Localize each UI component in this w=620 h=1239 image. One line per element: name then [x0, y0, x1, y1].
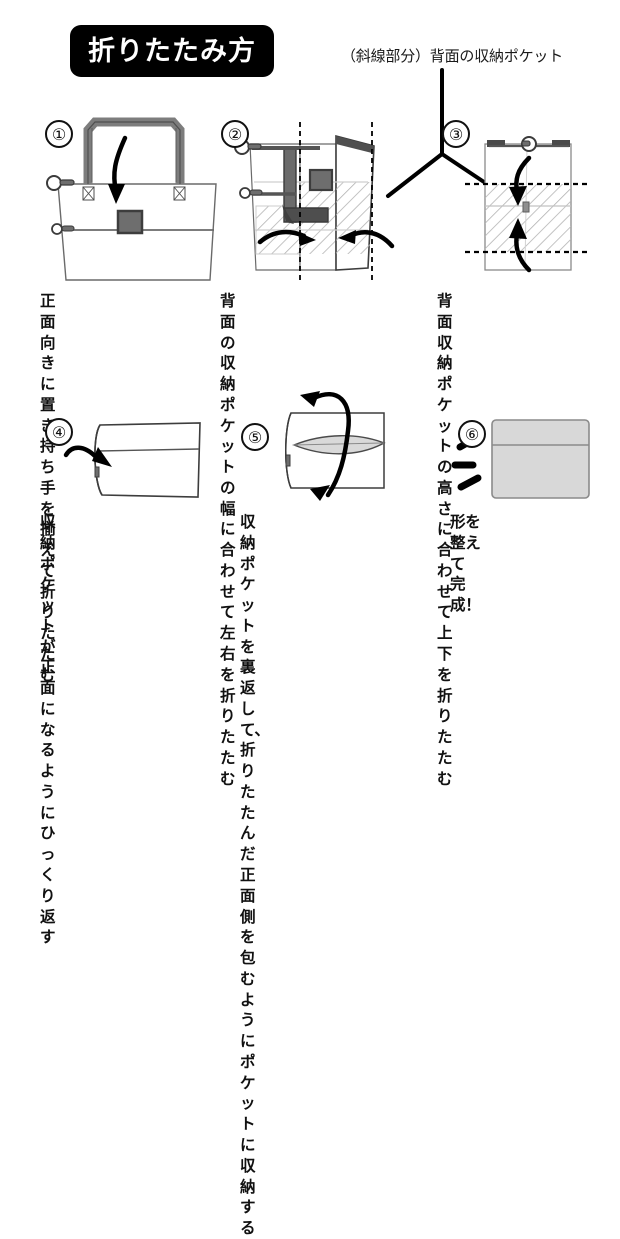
step-4-caption: 収納ポケットが 正面になるよう にひっくり返す	[40, 513, 56, 947]
bag-label-patch	[116, 209, 144, 235]
instruction-sheet: 折りたたみ方 （斜線部分）背面の収納ポケット ①	[40, 25, 590, 1238]
down-curved-arrow	[509, 155, 532, 206]
step-4-figure	[63, 422, 201, 498]
loop-arrowhead-bottom	[310, 485, 330, 501]
step-2-figure	[234, 122, 395, 280]
fold-guides-horizontal	[465, 182, 589, 254]
step-2-caption: 背面の収納ポケッ トの幅に合わせて 左右を折りたたむ	[220, 292, 236, 788]
bag-handles	[83, 117, 185, 184]
step-3-number: ③	[442, 120, 470, 148]
step-6-figure	[451, 419, 590, 499]
step-1-figure	[46, 117, 217, 281]
step-1-number: ①	[45, 120, 73, 148]
hatching-legend-label: （斜線部分）背面の収納ポケット	[341, 47, 564, 65]
step-3-figure	[465, 136, 589, 273]
step-5-number: ⑤	[241, 423, 269, 451]
left-curved-arrow	[338, 230, 395, 249]
step-2-number: ②	[221, 120, 249, 148]
loop-arrowhead-top	[300, 391, 320, 407]
up-curved-arrow	[509, 218, 532, 273]
right-curved-arrow	[257, 229, 316, 246]
step-5-figure	[285, 391, 386, 501]
step-6-caption: 形を整えて 完成！	[450, 513, 481, 615]
flip-over-arrow	[63, 445, 112, 467]
bag-clasps	[46, 175, 75, 235]
page-title-badge: 折りたたみ方	[70, 25, 274, 77]
page-title: 折りたたみ方	[88, 35, 256, 67]
down-curved-arrow	[108, 135, 128, 204]
step-5-caption: 収納ポケットを裏返 して、折りたたんだ 正面側を包むように ポケットに収納する	[240, 513, 270, 1238]
folded-handle-dark	[282, 147, 329, 224]
bag-label-patch	[308, 168, 334, 192]
wrap-around-loop-arrow	[311, 392, 351, 498]
step-6-number: ⑥	[458, 420, 486, 448]
step-4-number: ④	[45, 418, 73, 446]
finished-pouch	[491, 419, 590, 499]
